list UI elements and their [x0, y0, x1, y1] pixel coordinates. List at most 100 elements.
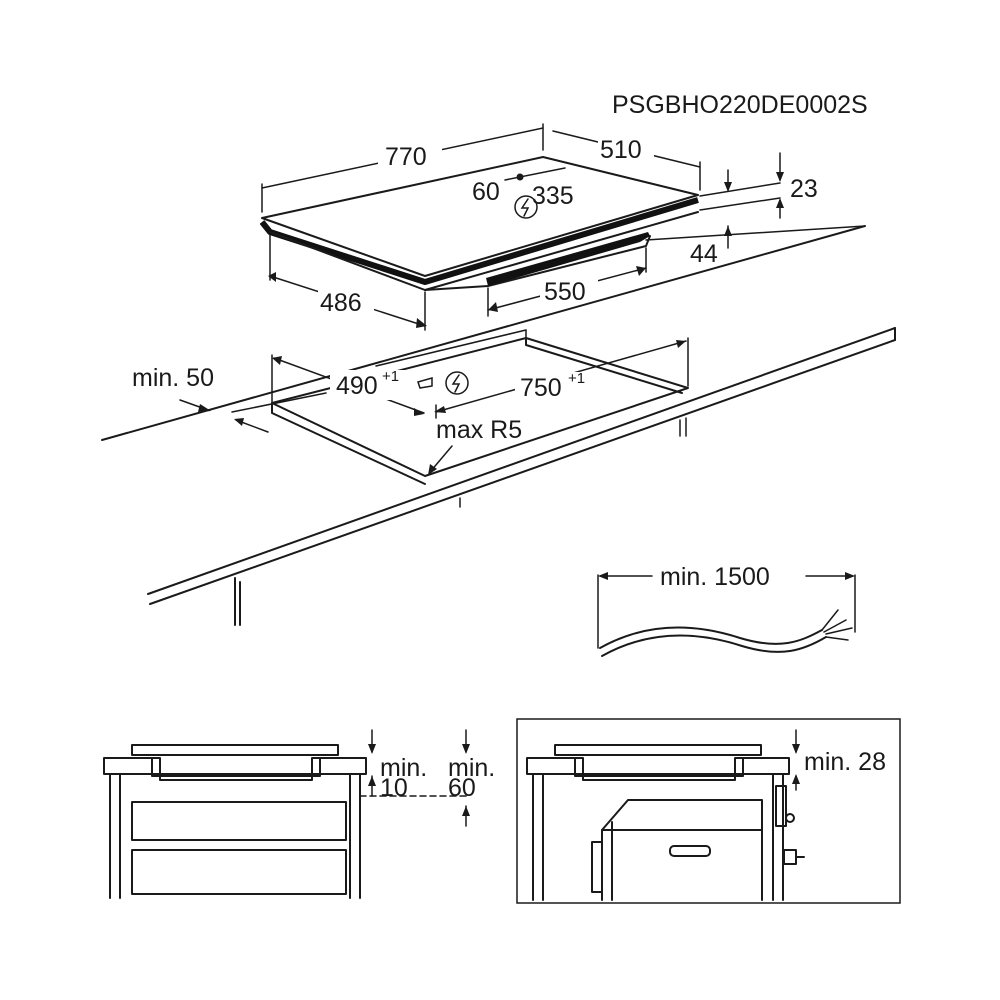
dim-thickness-head-2	[776, 172, 784, 182]
counter-front-top	[147, 327, 896, 595]
section-right-bracket	[775, 785, 787, 827]
cutout-drawing	[271, 329, 689, 485]
section-right-hob	[554, 744, 762, 756]
section-right-knob-2	[783, 849, 797, 865]
dim-socket-right: 335	[532, 182, 574, 210]
socket-point	[516, 173, 524, 181]
electric-connection-icon	[514, 195, 538, 219]
cable-dim-head-l	[598, 572, 608, 580]
dim-cutout-width-mask	[515, 372, 597, 402]
cable-line-bottom	[601, 634, 827, 657]
countertop-drawing	[101, 225, 896, 626]
cutout-inner-back	[525, 337, 683, 394]
dim-socket: 60 335	[472, 167, 574, 219]
sec-left-value-b: 60	[448, 774, 476, 802]
dim-cutout-depth: 490 +1	[272, 356, 425, 416]
dim-cutout-width-head-l	[434, 406, 446, 413]
dim-min-edge-head-out	[234, 418, 244, 426]
dim-thickness-ext-bottom	[699, 197, 781, 211]
section-right-oven-top	[601, 799, 763, 901]
dim-depth-label: 510	[600, 136, 642, 164]
dim-cutout-width-tol: +1	[568, 370, 585, 387]
dim-min-edge-ext	[231, 392, 327, 413]
cable-length-label: min. 1500	[660, 563, 770, 591]
dim-socket-left: 60	[472, 178, 500, 206]
section-left-counter	[103, 757, 367, 781]
dim-underside-head	[724, 226, 732, 236]
section-left-drawer-2	[131, 849, 347, 895]
cable-dim-head-r	[845, 572, 855, 580]
dim-cutout-depth-mask	[330, 370, 410, 400]
section-left-drawer-1	[131, 801, 347, 841]
section-left-cutout	[151, 757, 321, 777]
sec-left-label-a: min.	[380, 754, 427, 782]
cutout-notch	[417, 377, 433, 389]
dim-base-width: 550	[487, 266, 647, 312]
section-left-hob	[131, 744, 339, 756]
dim-cutout-width-head-r	[676, 340, 686, 348]
dim-base-depth-head-r	[416, 318, 427, 328]
hob-housing-shade	[486, 232, 650, 286]
cutout-ext-top	[375, 329, 527, 367]
dim-thickness: 23	[699, 152, 818, 219]
section-left: min. 10 min. 60	[103, 729, 495, 899]
counter-back-edge	[101, 225, 866, 441]
sec-left-label-b: min.	[448, 754, 495, 782]
dim-underside-ext	[645, 225, 866, 241]
section-right-cutout	[574, 757, 744, 777]
cable-line-top	[599, 626, 823, 649]
hob-drawing	[259, 156, 699, 331]
dim-cutout-depth-label: 490	[336, 372, 378, 400]
sec-left-head-4	[462, 806, 470, 816]
dim-radius: max R5	[428, 416, 522, 475]
cutout-inner-left	[271, 402, 426, 485]
sec-right-label: min. 28	[804, 748, 886, 776]
section-right-oven-handle	[669, 845, 711, 857]
dim-base-width-head-l	[488, 302, 498, 312]
dim-underside: 44	[645, 225, 866, 268]
dim-thickness-ext-top	[699, 182, 781, 197]
dim-base-depth-mask	[318, 286, 374, 316]
dim-base-depth-head-l	[268, 272, 276, 282]
dim-base-width-label: 550	[544, 278, 586, 306]
sec-left-head-3	[462, 744, 470, 754]
cable-wires	[821, 609, 853, 641]
section-right: min. 28	[516, 718, 901, 904]
dim-width-label: 770	[385, 143, 427, 171]
dim-radius-head	[428, 464, 437, 475]
counter-front-bottom	[149, 339, 896, 605]
electric-connection-icon	[445, 371, 469, 395]
cable-drawing: min. 1500	[597, 563, 856, 657]
dim-thickness-label: 23	[790, 175, 818, 203]
sec-left-value-a: 10	[380, 774, 408, 802]
dim-thickness-head-top	[724, 182, 732, 192]
dim-cutout-width-label: 750	[520, 374, 562, 402]
dim-min-edge-label: min. 50	[132, 364, 214, 392]
dim-width-mask	[378, 140, 442, 170]
dim-base-depth: 486	[268, 272, 427, 328]
hob-top-surface	[261, 156, 699, 277]
dim-width: 770	[261, 123, 544, 213]
dim-base-depth-label: 486	[320, 289, 362, 317]
section-right-knob-1	[785, 813, 795, 823]
sec-right-head-1	[792, 744, 800, 754]
dim-cutout-width: 750 +1	[434, 340, 687, 413]
hob-housing	[424, 235, 651, 291]
dim-min-edge: min. 50	[132, 364, 327, 433]
dim-min-edge-head-in	[198, 404, 211, 412]
product-code: PSGBHO220DE0002S	[612, 91, 868, 119]
dim-thickness-head-3	[776, 198, 784, 208]
dim-depth: 510	[552, 130, 701, 191]
dim-socket-line	[504, 167, 566, 181]
dim-cutout-depth-head-l	[272, 356, 282, 365]
hob-edge	[259, 197, 699, 285]
section-right-oven-side	[591, 841, 603, 893]
dim-base-width-mask	[540, 276, 598, 306]
sec-left-head-2	[368, 776, 376, 786]
section-right-oven-body	[601, 821, 763, 901]
section-right-frame	[516, 718, 901, 904]
dim-base-width-head-r	[636, 266, 646, 276]
sec-left-head-1	[368, 744, 376, 754]
